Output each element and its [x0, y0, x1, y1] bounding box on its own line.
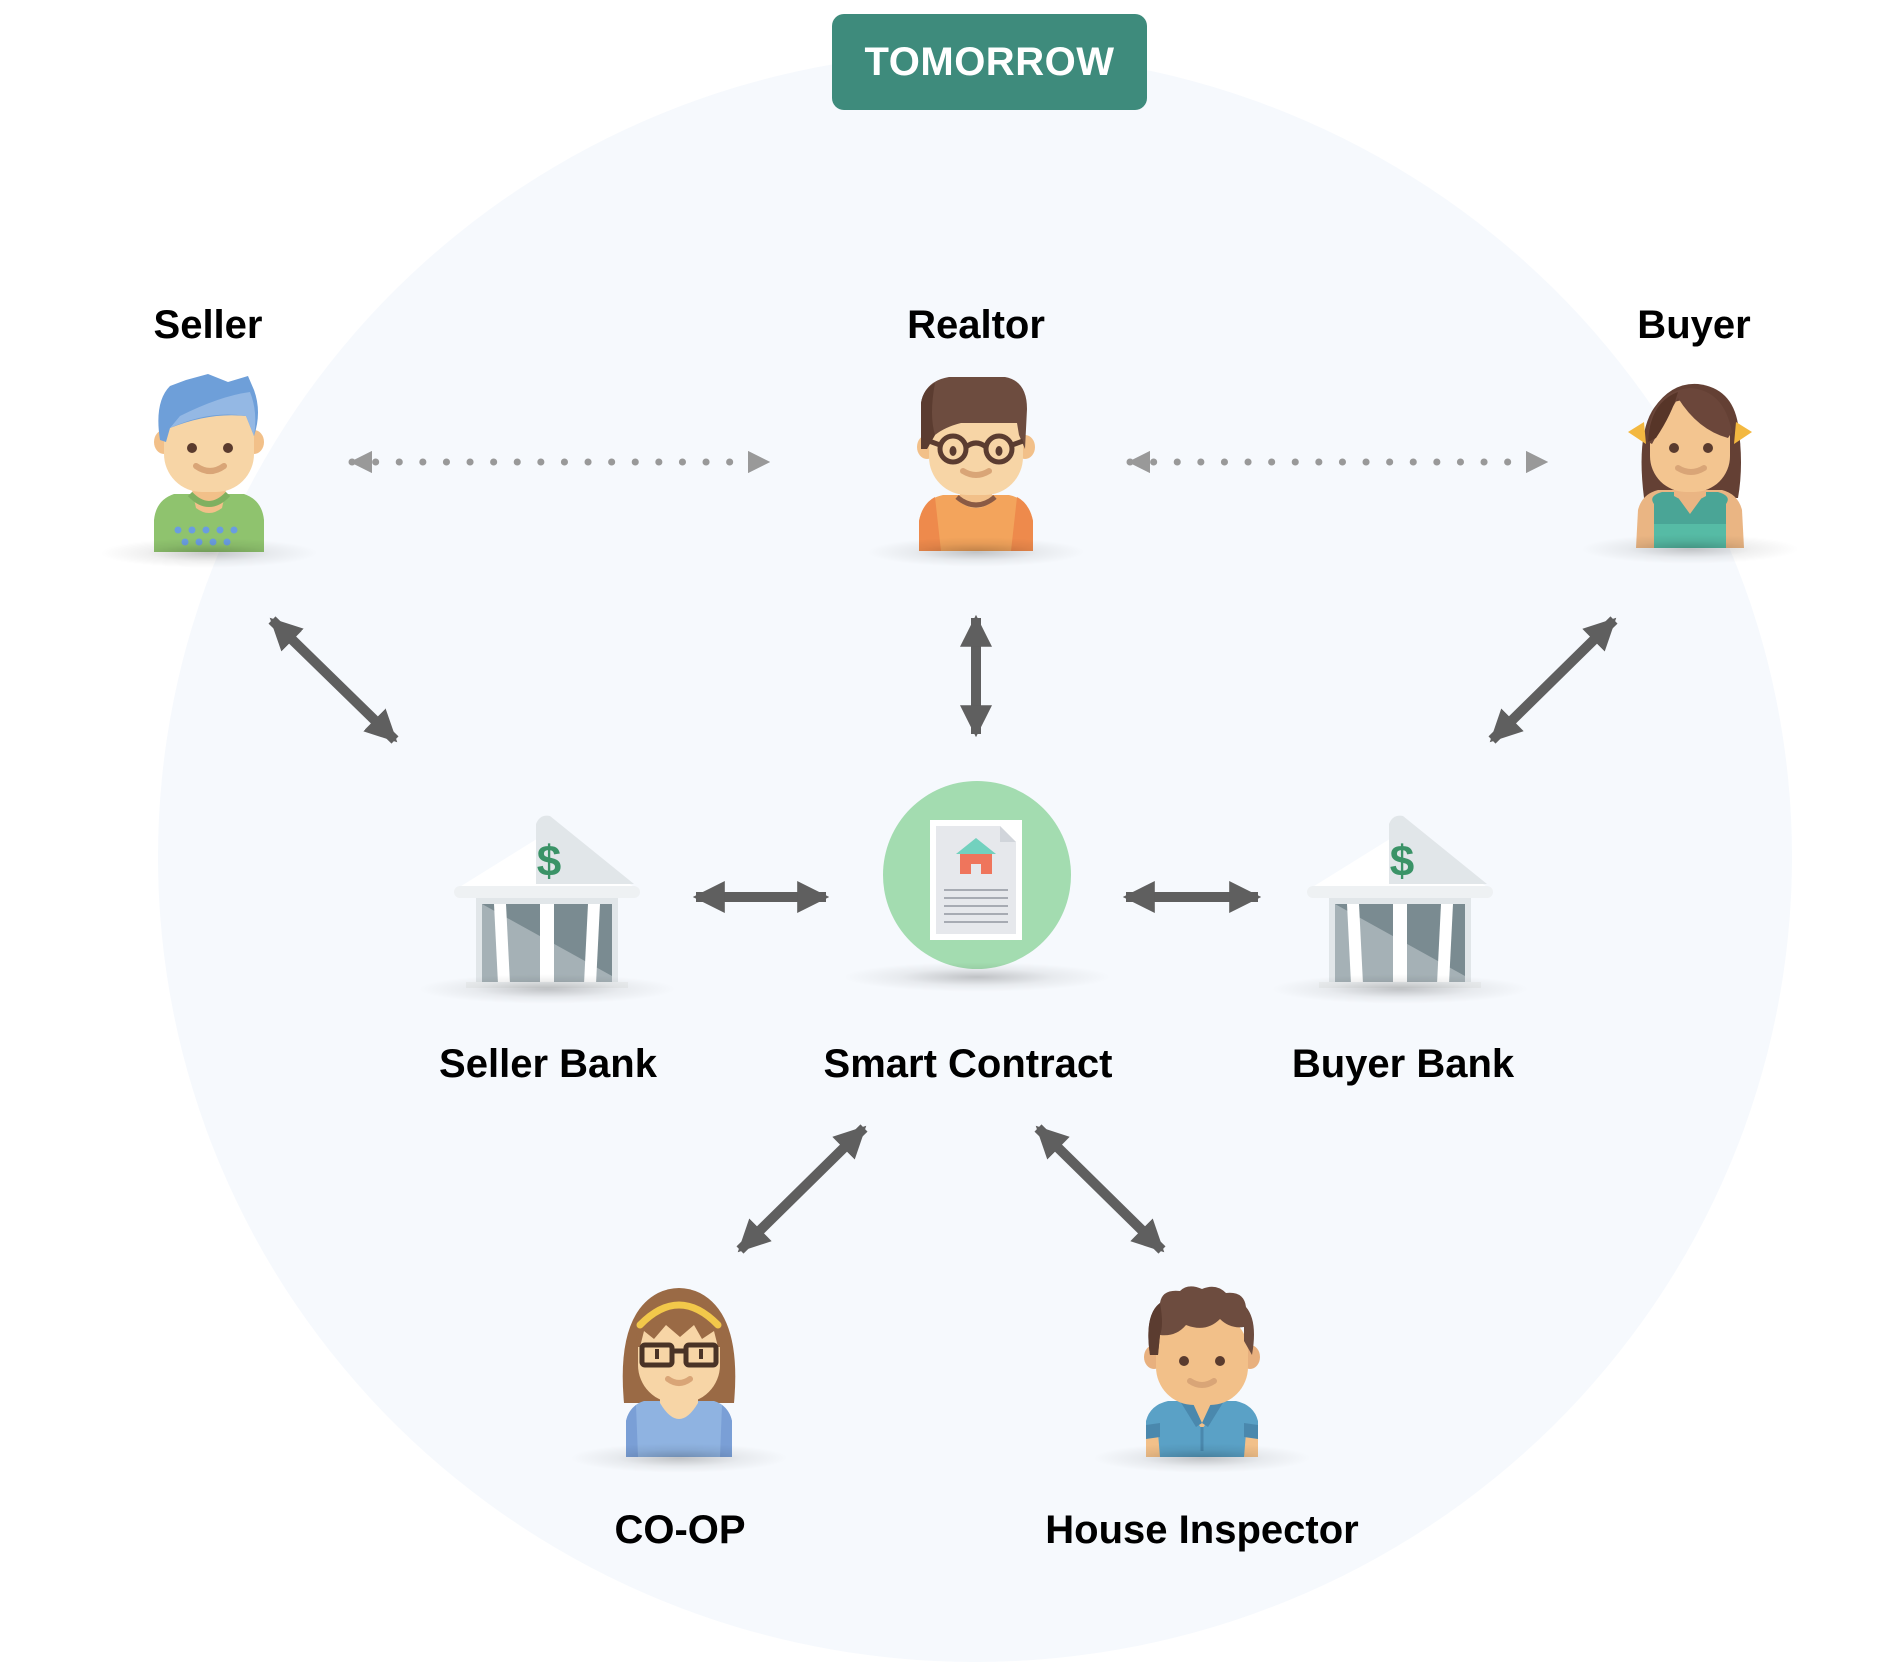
buyer-bank-label: Buyer Bank	[1291, 1042, 1515, 1086]
svg-text:$: $	[537, 837, 561, 886]
bank-icon: $	[454, 815, 640, 992]
buyer-buyerbank-arrow	[1488, 616, 1618, 744]
house-inspector-node	[1092, 1285, 1312, 1473]
seller-bank-shadow	[417, 974, 677, 1004]
coop-label: CO-OP	[614, 1508, 746, 1552]
bank-icon: $	[1307, 815, 1493, 992]
buyer-bank-node: $	[1270, 808, 1530, 1004]
seller-shadow	[99, 538, 319, 568]
person-girl-icon	[1628, 383, 1752, 548]
coop-shadow	[569, 1443, 789, 1473]
tomorrow-badge: TOMORROW	[832, 14, 1147, 110]
realtor-node	[866, 375, 1086, 567]
seller-node	[99, 372, 319, 568]
contract-document-icon	[883, 781, 1071, 969]
buyer-shadow	[1580, 534, 1800, 564]
house-inspector-label: House Inspector	[1045, 1508, 1359, 1552]
badge-label: TOMORROW	[864, 39, 1115, 84]
seller-sellerbank-arrow	[268, 616, 399, 744]
buyer-node	[1580, 374, 1800, 564]
house-inspector-shadow	[1092, 1443, 1312, 1473]
realtor-shadow	[866, 537, 1086, 567]
buyer-label: Buyer	[1637, 303, 1751, 347]
realtor-label: Realtor	[907, 303, 1045, 347]
buyer-bank-shadow	[1270, 974, 1530, 1004]
seller-label: Seller	[153, 303, 263, 347]
smart-contract-label: Smart Contract	[823, 1042, 1113, 1086]
contract-coop-arrow	[736, 1124, 868, 1254]
seller-bank-node: $	[417, 808, 677, 1004]
person-curly-hair-icon	[1144, 1286, 1260, 1457]
svg-text:$: $	[1390, 837, 1414, 886]
coop-node	[569, 1285, 789, 1473]
smart-contract-node	[842, 780, 1112, 992]
person-glasses-icon	[917, 377, 1035, 551]
contract-inspector-arrow	[1034, 1124, 1166, 1254]
seller-bank-label: Seller Bank	[439, 1042, 657, 1086]
smart-contract-shadow	[842, 962, 1112, 992]
person-blue-hair-icon	[154, 374, 264, 552]
person-woman-glasses-icon	[622, 1288, 736, 1457]
